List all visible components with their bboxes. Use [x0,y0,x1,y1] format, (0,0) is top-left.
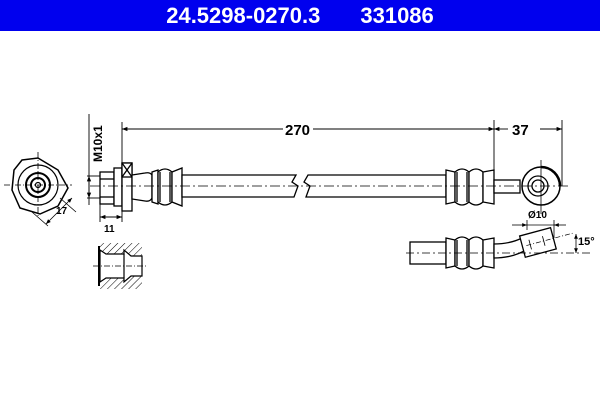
eye-diameter-label: Ø10 [528,210,547,221]
part-number: 24.5298-0270.3 [166,2,321,28]
title-bar: 24.5298-0270.3 331086 [0,0,600,31]
angle-label: 15° [578,236,595,248]
side-view-right-ferrule [445,165,562,206]
thread-label: M10x1 [91,125,105,162]
end-view-hex-fitting [4,152,77,227]
length-end-label: 37 [512,122,529,139]
detail-dimensions [512,220,578,254]
wrench-size-label: 17 [56,206,68,217]
thread-length-label: 11 [104,224,115,235]
bent-eye-detail-view [409,226,575,270]
port-section-view [93,243,146,289]
side-view-fitting [99,162,183,212]
length-dimensions [86,114,563,222]
length-main-label: 270 [285,122,310,139]
reference-number: 331086 [360,2,434,28]
